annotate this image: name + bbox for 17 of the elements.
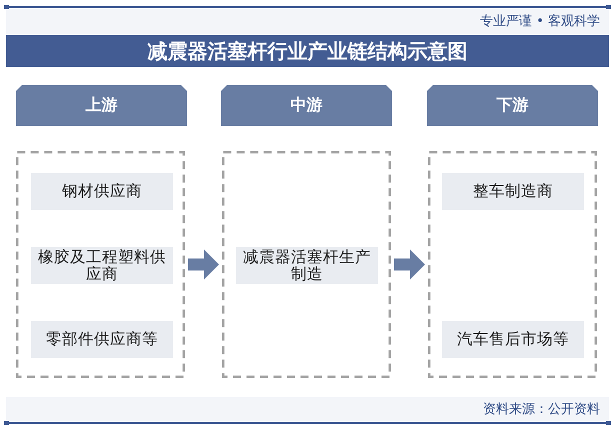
- item-box: 零部件供应商等: [31, 321, 173, 358]
- item-box: 橡胶及工程塑料供应商: [31, 247, 173, 284]
- slogan: 专业严谨 • 客观科学: [480, 14, 600, 30]
- stage-tab: 中游: [221, 85, 392, 126]
- arrow: [188, 250, 219, 280]
- item-box: 整车制造商: [442, 173, 584, 210]
- group-frame: [428, 151, 597, 378]
- item-box: 钢材供应商: [31, 173, 173, 210]
- group-frame: [222, 151, 391, 378]
- item-box: 汽车售后市场等: [442, 321, 584, 358]
- stage-tab: 上游: [16, 85, 187, 126]
- stage-tab: 下游: [427, 85, 598, 126]
- arrow: [394, 250, 425, 280]
- title: 减震器活塞杆行业产业链结构示意图: [6, 35, 609, 67]
- item-box: 减震器活塞杆生产制造: [236, 247, 378, 284]
- source-note: 资料来源：公开资料: [483, 402, 600, 418]
- group-frame: [16, 151, 185, 378]
